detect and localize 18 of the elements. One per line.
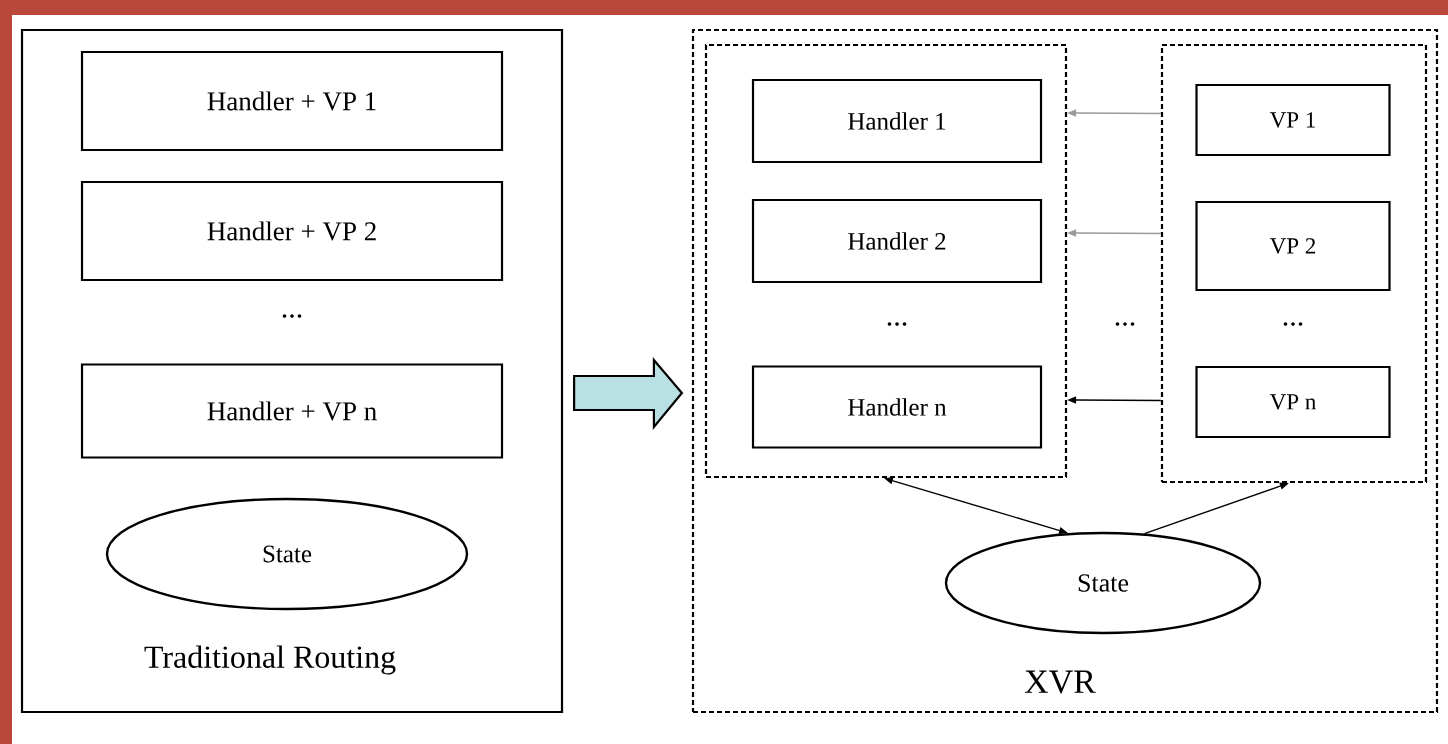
panel-title: XVR bbox=[1024, 670, 1096, 694]
process-box: Handler + VP 1 bbox=[80, 50, 504, 152]
group-box bbox=[1160, 43, 1428, 484]
ellipsis: ... bbox=[887, 322, 907, 326]
process-box: Handler 1 bbox=[751, 78, 1043, 164]
process-box: Handler 2 bbox=[751, 198, 1043, 284]
process-box: VP 1 bbox=[1195, 83, 1391, 157]
process-box: VP n bbox=[1195, 365, 1391, 439]
panel-title: Traditional Routing bbox=[144, 645, 396, 675]
ellipsis: ... bbox=[1115, 322, 1135, 326]
process-box: Handler + VP 2 bbox=[80, 180, 504, 282]
ellipsis: ... bbox=[282, 314, 302, 318]
block-arrow bbox=[573, 357, 684, 431]
process-box: Handler n bbox=[751, 365, 1043, 449]
process-box: VP 2 bbox=[1195, 200, 1391, 292]
group-box bbox=[704, 43, 1068, 479]
ellipsis: ... bbox=[1283, 322, 1303, 326]
process-box: Handler + VP n bbox=[80, 363, 504, 459]
